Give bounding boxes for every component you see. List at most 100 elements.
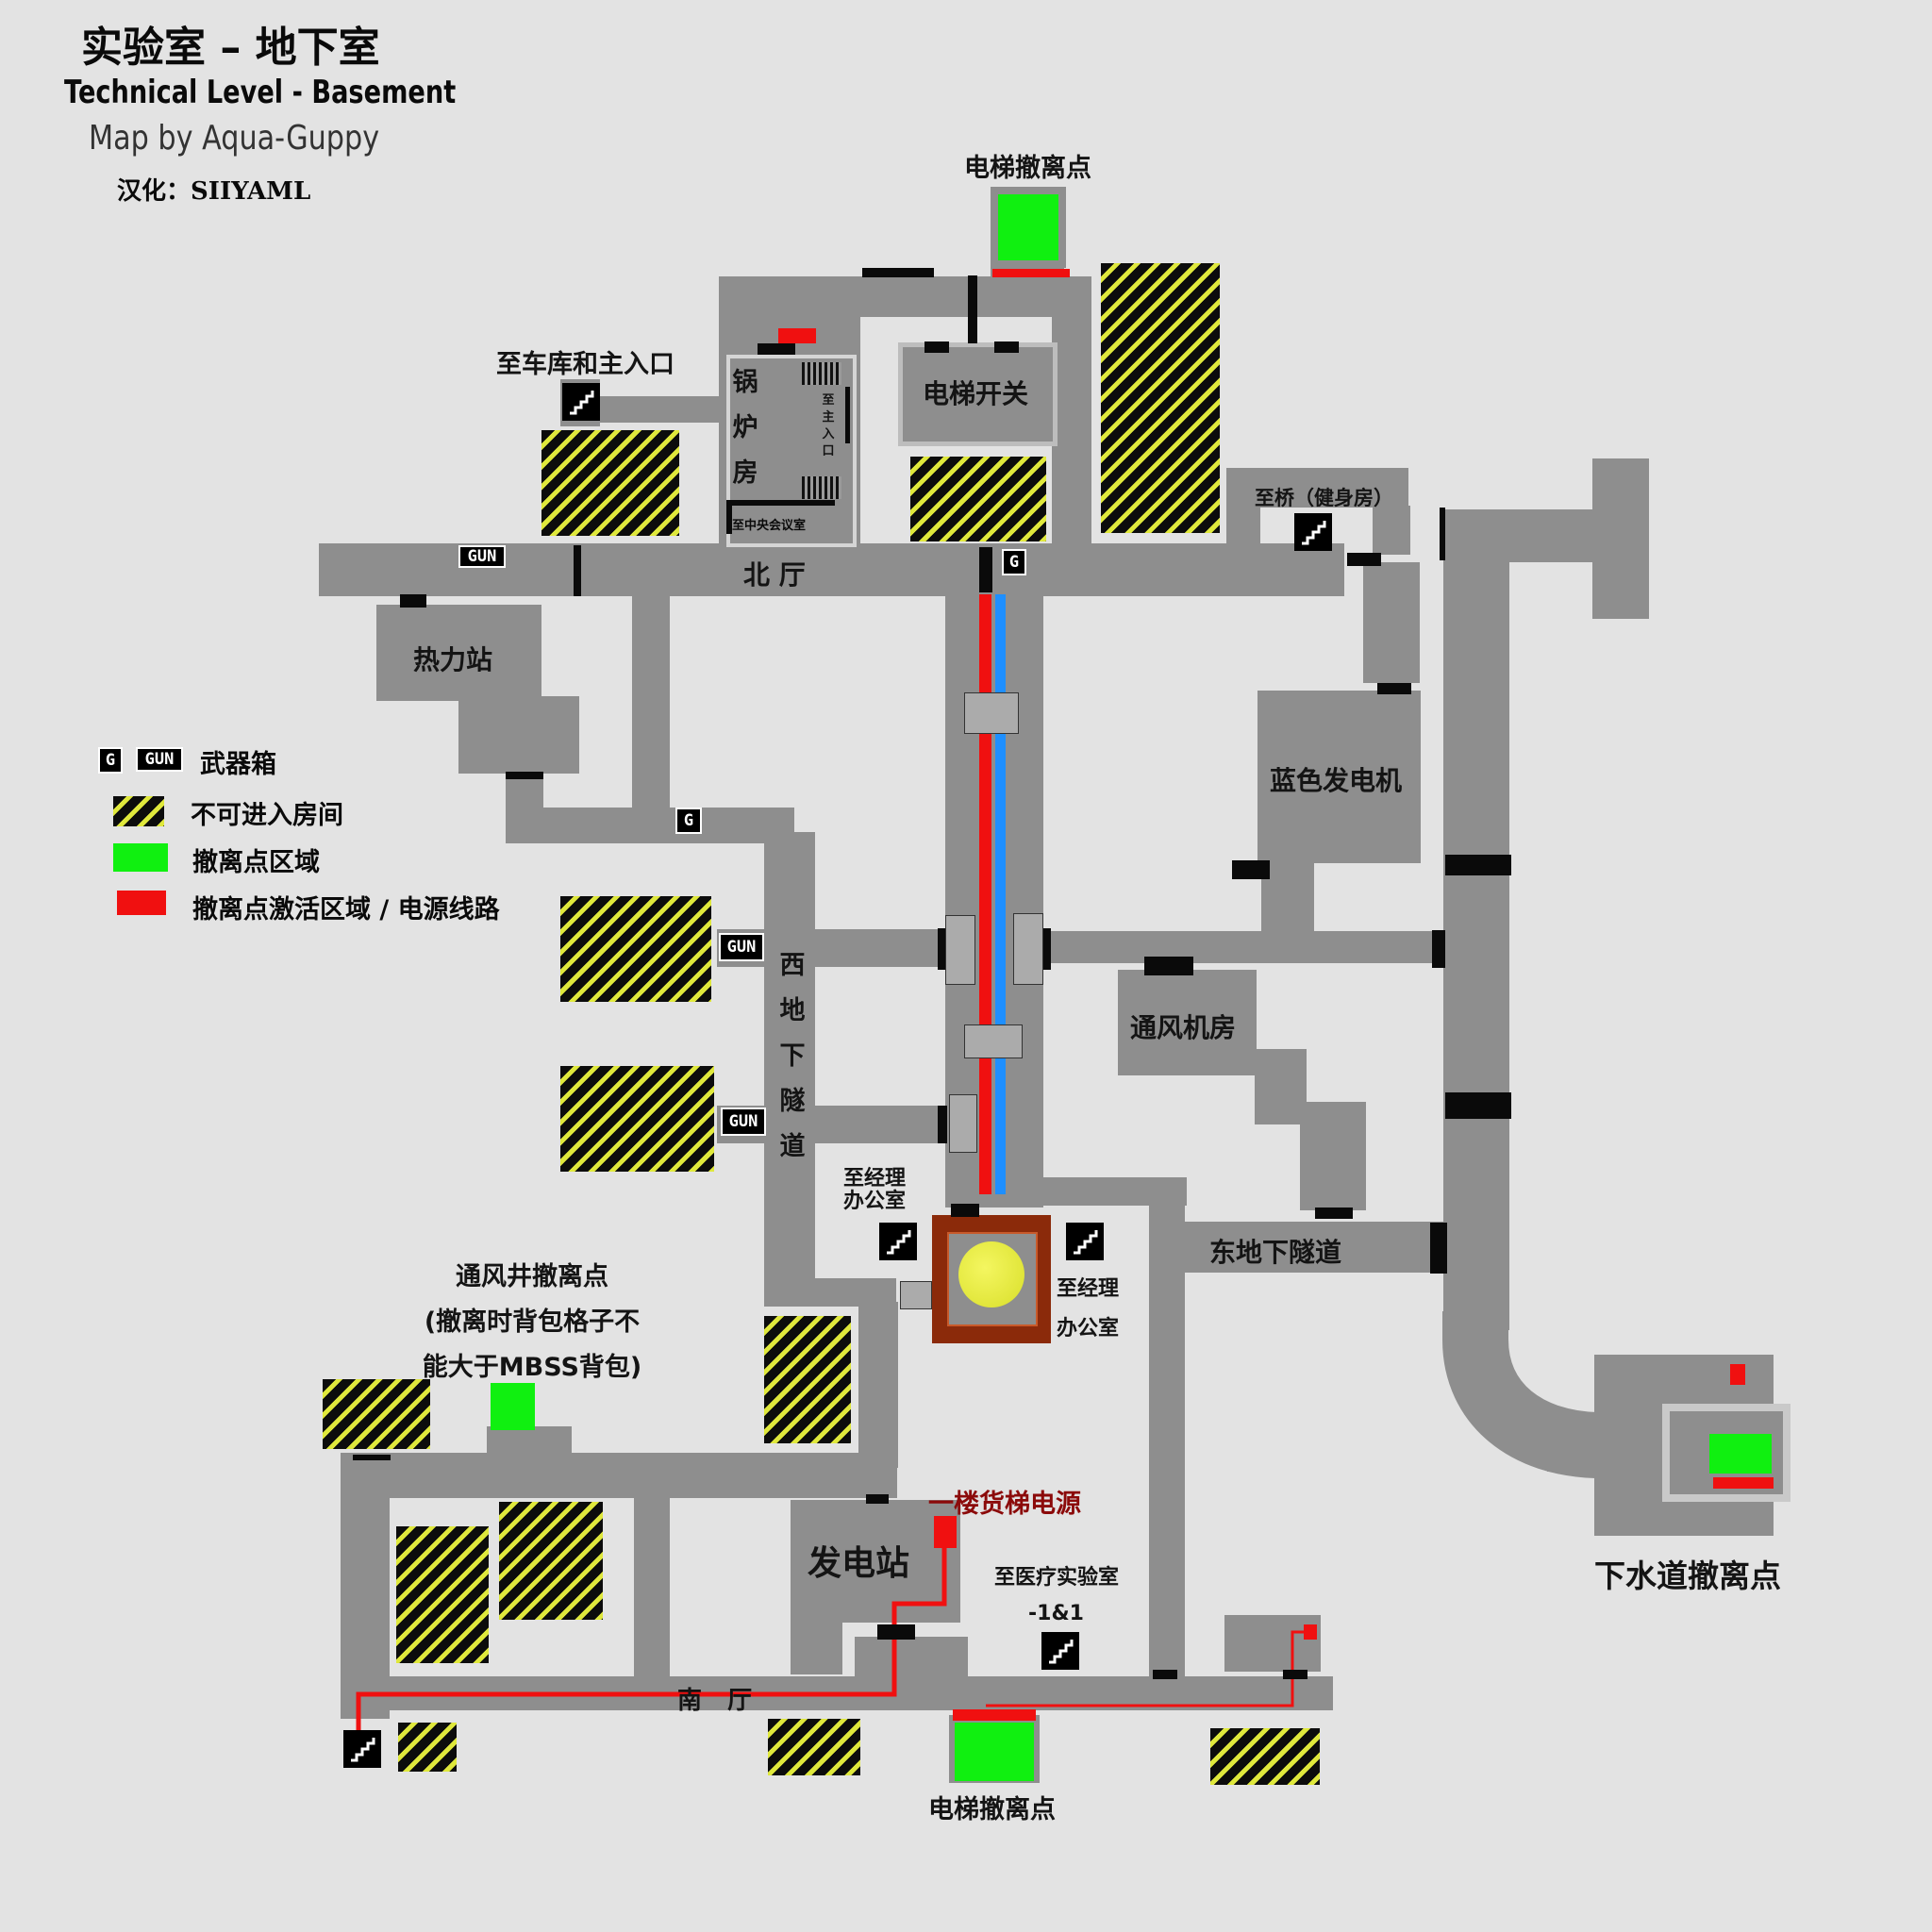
stairs-icon[interactable] (1294, 513, 1332, 551)
south-hall-label: 南 厅 (677, 1687, 753, 1715)
door (758, 343, 795, 355)
boiler-room (726, 355, 857, 547)
west-south-vertical (858, 1302, 898, 1468)
inaccessible-room (910, 457, 1046, 541)
weapon-box-icon[interactable]: GUN (721, 1108, 766, 1136)
inaccessible-room (323, 1379, 430, 1449)
door (1430, 1223, 1447, 1274)
double-door (964, 1024, 1023, 1058)
to-garage-label: 至车库和主入口 (496, 350, 675, 379)
power-line-blue-central (995, 594, 1006, 1194)
ventilation-room-label: 通风机房 (1130, 1012, 1237, 1043)
legend-extract-swatch (113, 843, 168, 872)
door (506, 772, 543, 779)
west-tunnel (764, 832, 815, 1306)
double-door (1013, 913, 1043, 985)
inaccessible-room (1101, 263, 1220, 533)
door (1432, 930, 1445, 968)
to-central-meeting-label: 至中央会议室 (732, 519, 807, 533)
door (574, 545, 581, 596)
door (938, 928, 947, 970)
inaccessible-room (396, 1526, 489, 1663)
door (1445, 855, 1511, 875)
inaccessible-room (560, 1066, 714, 1172)
legend-activation-label: 撤离点激活区域 / 电源线路 (192, 895, 500, 924)
power-station-connector (855, 1637, 968, 1693)
inaccessible-room (560, 896, 711, 1002)
vent-extract-zone (491, 1383, 535, 1430)
heating-station (376, 605, 541, 701)
boiler-room-wall-bottom (726, 500, 835, 506)
blue-generator-label: 蓝色发电机 (1270, 765, 1403, 796)
stairs-icon[interactable] (343, 1730, 381, 1768)
door (1445, 1092, 1511, 1119)
inaccessible-room (398, 1723, 457, 1772)
weapon-box-icon: G (98, 747, 123, 774)
door (862, 268, 934, 277)
map-translator: 汉化：SIIYAML (117, 177, 311, 206)
stairs-icon[interactable] (1041, 1632, 1079, 1670)
power-station-label: 发电站 (808, 1544, 910, 1583)
sewer-extract-label: 下水道撤离点 (1594, 1557, 1781, 1594)
elevator-extract-top-zone (998, 194, 1058, 260)
freight-power-switch (934, 1516, 957, 1548)
boiler-activation-switch (778, 328, 816, 343)
boiler-vents-top (802, 362, 841, 385)
double-door (945, 915, 975, 985)
sewer-activation-switch (1730, 1364, 1745, 1385)
north-hall-label: 北 厅 (743, 559, 806, 591)
blue-generator-stub (1261, 863, 1314, 939)
door (924, 341, 949, 353)
door (1315, 1208, 1353, 1219)
yellow-circle-icon (958, 1241, 1024, 1307)
bridge-stub-down (1226, 468, 1260, 553)
legend-extract-label: 撤离点区域 (192, 848, 320, 877)
legend-activation-swatch (117, 891, 166, 915)
stairs-icon[interactable] (562, 383, 600, 421)
boiler-label: 锅炉房 (732, 368, 758, 488)
stairs-icon[interactable] (1066, 1223, 1104, 1260)
door (1347, 553, 1381, 566)
map-credit: Map by Aqua-Guppy (89, 119, 380, 158)
inaccessible-room (541, 430, 679, 536)
central-to-east-corridor (1043, 931, 1438, 963)
door (1283, 1670, 1307, 1679)
weapon-box-icon[interactable]: G (1002, 549, 1026, 575)
boiler-room-wall-left (726, 500, 732, 534)
ventilation-room (1118, 970, 1257, 1075)
south-east-power-switch (1304, 1624, 1317, 1640)
power-line-red-central (979, 594, 991, 1194)
door (979, 547, 992, 592)
manager-door (900, 1281, 932, 1309)
door (1041, 928, 1051, 970)
door (866, 1494, 889, 1504)
inaccessible-room (499, 1502, 603, 1620)
weapon-box-icon[interactable]: GUN (719, 933, 764, 961)
east-vertical-corridor (1443, 509, 1509, 1330)
vent-extract-label: 通风井撤离点(撤离时背包格子不能大于MBSS背包) (422, 1262, 642, 1382)
door (951, 1204, 979, 1217)
door (1232, 860, 1270, 879)
weapon-box-icon[interactable]: GUN (458, 545, 506, 568)
sewer-extract-activation (1713, 1477, 1774, 1489)
boiler-room-wall-right (845, 387, 850, 443)
power-station-lower (791, 1618, 842, 1674)
stairs-icon[interactable] (879, 1223, 917, 1260)
elevator-extract-bottom-label: 电梯撤离点 (928, 1795, 1056, 1824)
weapon-box-icon: GUN (136, 747, 183, 772)
blue-generator-room (1257, 691, 1421, 863)
west-south-link (764, 1278, 896, 1307)
door (1440, 508, 1445, 560)
door (1144, 957, 1193, 975)
to-manager-right-label: 至经理办公室 (1057, 1277, 1120, 1341)
heating-station-lower (458, 696, 579, 774)
legend-inaccessible-label: 不可进入房间 (191, 801, 343, 830)
boiler-vents-bottom (802, 476, 841, 499)
sewer-extract-zone (1709, 1434, 1772, 1474)
vent-shaft-stub (487, 1426, 572, 1460)
ventilation-stub (1255, 1049, 1307, 1124)
door (353, 1455, 391, 1460)
south-east-room (1224, 1615, 1321, 1672)
east-tunnel (1151, 1222, 1445, 1273)
weapon-box-icon[interactable]: G (675, 808, 702, 834)
